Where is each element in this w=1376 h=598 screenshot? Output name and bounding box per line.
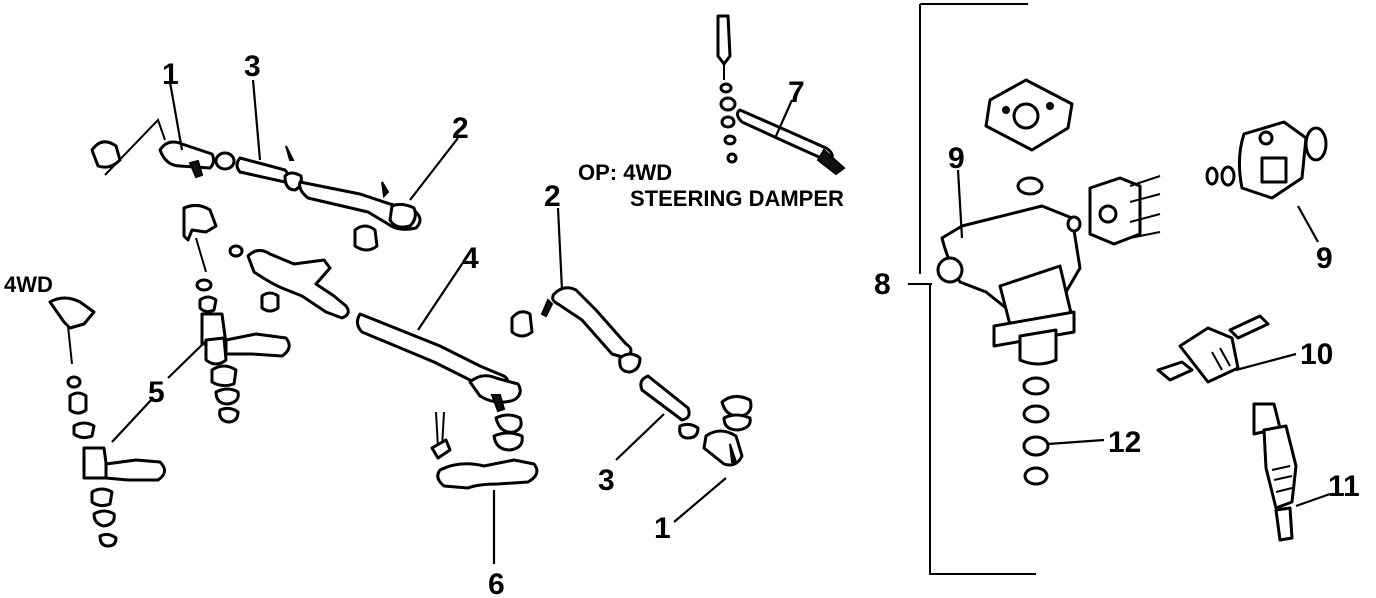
leader-5b (167, 341, 206, 379)
leader-10 (1235, 352, 1297, 372)
callout-9-left: 9 (948, 142, 965, 175)
leader-9a (956, 169, 964, 239)
callout-12: 12 (1108, 426, 1141, 459)
callout-1-upper: 1 (162, 58, 179, 91)
idler-arm-4wd (48, 296, 166, 548)
leader-5 (111, 397, 154, 443)
leader-2a (409, 137, 459, 201)
label-4wd: 4WD (4, 272, 53, 297)
callout-3-right: 3 (598, 464, 615, 497)
leader-3a (251, 79, 262, 161)
callout-11: 11 (1328, 470, 1360, 503)
control-valve (1156, 314, 1270, 384)
leader-9b (1297, 205, 1319, 243)
leader-7 (774, 99, 794, 137)
callout-2-right: 2 (544, 180, 561, 213)
callout-2-upper: 2 (452, 112, 469, 145)
leader-12 (1047, 438, 1105, 446)
upper-left-tie-rod-assembly (90, 118, 422, 231)
leader-1b (673, 477, 727, 523)
right-tie-rod-assembly (540, 286, 753, 467)
callout-8: 8 (874, 268, 891, 301)
leader-1a (168, 81, 184, 151)
idler-arm-standard (182, 203, 291, 424)
leader-4 (417, 257, 467, 331)
callout-10: 10 (1300, 338, 1333, 371)
valve-housing (1205, 120, 1328, 200)
label-op-4wd: OP: 4WD (578, 160, 672, 185)
leader-11 (1295, 492, 1331, 508)
steering-shaft (1252, 402, 1298, 542)
callout-1-right: 1 (654, 512, 671, 545)
callout-5: 5 (148, 376, 165, 409)
callout-7: 7 (788, 76, 805, 109)
callout-6: 6 (488, 568, 505, 598)
leader-3b (615, 413, 665, 461)
callout-4: 4 (462, 242, 479, 275)
callout-9-right: 9 (1316, 242, 1333, 275)
steering-gear (936, 78, 1161, 486)
steering-damper (716, 14, 846, 176)
bracket-8 (908, 3, 1036, 575)
pitman-arm (430, 411, 539, 490)
leader-2b (556, 207, 564, 291)
label-steering-damper: STEERING DAMPER (630, 186, 844, 211)
callout-3-upper: 3 (244, 50, 261, 83)
center-link-assembly (228, 224, 534, 452)
